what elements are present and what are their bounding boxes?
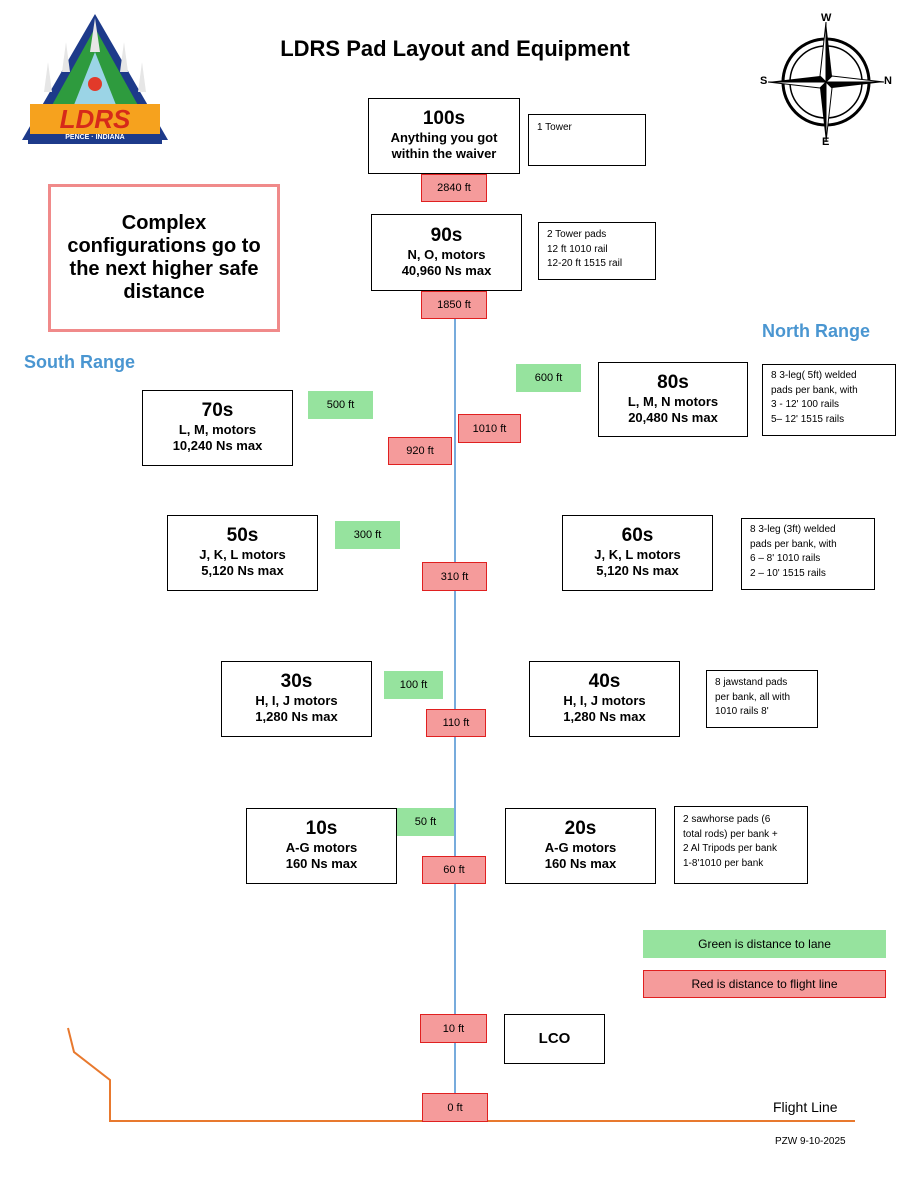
equipment-note-60s: 8 3-leg (3ft) welded pads per bank, with… [741, 518, 875, 590]
note-line: 2 sawhorse pads (6 [683, 814, 771, 825]
lane-distance-100: 100 ft [384, 671, 443, 699]
pad-line: 1,280 Ns max [255, 709, 338, 725]
footer-credit: PZW 9-10-2025 [775, 1136, 846, 1147]
pad-line: L, M, motors [178, 422, 257, 438]
pad-line: J, K, L motors [199, 547, 286, 563]
pad-10s: 10s A-G motors 160 Ns max [246, 808, 397, 884]
lane-distance-300: 300 ft [335, 521, 400, 549]
compass-right-label: N [884, 75, 892, 87]
note-line: 1010 rails 8' [715, 706, 769, 717]
compass-rose: W S N E [760, 12, 894, 152]
flight-distance-920: 920 ft [388, 437, 452, 465]
logo-subtext: PENCE · INDIANA [65, 134, 125, 141]
pad-line: within the waiver [391, 146, 497, 162]
flight-distance-110: 110 ft [426, 709, 486, 737]
pad-line: 5,120 Ns max [596, 563, 679, 579]
note-line: 3 - 12' 100 rails [771, 399, 840, 410]
equipment-note-90s: 2 Tower pads 12 ft 1010 rail 12-20 ft 15… [538, 222, 656, 280]
pad-name: 60s [621, 525, 654, 547]
pad-name: 40s [588, 671, 621, 693]
note-line: 8 3-leg( 5ft) welded [771, 370, 857, 381]
pad-line: H, I, J motors [255, 693, 338, 709]
note-line: 6 – 8' 1010 rails [750, 553, 821, 564]
equipment-note-20s: 2 sawhorse pads (6 total rods) per bank … [674, 806, 808, 884]
north-range-label: North Range [762, 321, 870, 341]
note-line: 1 Tower [537, 122, 572, 133]
pad-line: Anything you got [390, 130, 498, 146]
note-line: pads per bank, with [750, 538, 837, 550]
pad-name: 10s [305, 818, 338, 840]
pad-name: 50s [226, 525, 259, 547]
pad-line: A-G motors [544, 840, 617, 856]
note-line: per bank, all with [715, 691, 791, 703]
equipment-note-100s: 1 Tower [528, 114, 646, 166]
flight-line-label: Flight Line [773, 1099, 838, 1115]
flight-distance-60: 60 ft [422, 856, 486, 884]
lane-distance-600: 600 ft [516, 364, 581, 392]
pad-line: 40,960 Ns max [401, 262, 492, 278]
note-line: 8 jawstand pads [715, 677, 788, 688]
compass-left-label: S [760, 75, 768, 87]
page-title: LDRS Pad Layout and Equipment [280, 36, 630, 61]
note-line: total rods) per bank + [683, 828, 778, 840]
pad-name: 70s [201, 400, 234, 422]
south-range-label: South Range [24, 352, 135, 372]
compass-top-label: W [821, 12, 832, 24]
pad-50s: 50s J, K, L motors 5,120 Ns max [167, 515, 318, 591]
pad-line: 10,240 Ns max [172, 438, 263, 454]
pad-80s: 80s L, M, N motors 20,480 Ns max [598, 362, 748, 437]
pad-line: L, M, N motors [627, 393, 719, 409]
flight-line [67, 1027, 855, 1122]
pad-30s: 30s H, I, J motors 1,280 Ns max [221, 661, 372, 737]
note-line: 2 Tower pads [547, 229, 607, 240]
note-line: 5– 12' 1515 rails [771, 413, 845, 425]
pad-name: 90s [430, 224, 463, 246]
pad-line: 5,120 Ns max [201, 563, 284, 579]
pad-60s: 60s J, K, L motors 5,120 Ns max [562, 515, 713, 591]
pad-name: 100s [422, 108, 466, 130]
lane-distance-500: 500 ft [308, 391, 373, 419]
equipment-note-40s: 8 jawstand pads per bank, all with 1010 … [706, 670, 818, 728]
legend-red: Red is distance to flight line [643, 970, 886, 998]
note-line: 2 – 10' 1515 rails [750, 567, 826, 579]
pad-line: A-G motors [285, 840, 358, 856]
flight-distance-1010: 1010 ft [458, 414, 521, 443]
pad-90s: 90s N, O, motors 40,960 Ns max [371, 214, 522, 291]
legend-green: Green is distance to lane [643, 930, 886, 958]
note-line: 1-8'1010 per bank [683, 857, 764, 869]
pad-line: 1,280 Ns max [563, 709, 646, 725]
complex-config-note: Complex configurations go to the next hi… [48, 184, 280, 332]
pad-line: J, K, L motors [594, 547, 681, 563]
pad-line: 20,480 Ns max [628, 409, 718, 425]
pad-line: 160 Ns max [285, 856, 358, 872]
note-line: 12 ft 1010 rail [547, 243, 608, 255]
pad-70s: 70s L, M, motors 10,240 Ns max [142, 390, 293, 466]
flight-distance-310: 310 ft [422, 562, 487, 591]
pad-name: 80s [657, 371, 689, 393]
flight-distance-10: 10 ft [420, 1014, 487, 1043]
pad-line: H, I, J motors [563, 693, 646, 709]
logo-text: LDRS [59, 104, 131, 134]
pad-40s: 40s H, I, J motors 1,280 Ns max [529, 661, 680, 737]
pad-line: 160 Ns max [544, 856, 617, 872]
note-line: 8 3-leg (3ft) welded [750, 524, 836, 535]
note-line: 2 Al Tripods per bank [683, 843, 777, 854]
equipment-note-80s: 8 3-leg( 5ft) welded pads per bank, with… [762, 364, 896, 436]
note-line: pads per bank, with [771, 384, 858, 396]
pad-name: 30s [280, 671, 313, 693]
lco-label: LCO [538, 1029, 571, 1047]
flight-distance-2840: 2840 ft [421, 174, 487, 202]
compass-bottom-label: E [822, 136, 830, 148]
lane-distance-50: 50 ft [397, 808, 454, 836]
pad-20s: 20s A-G motors 160 Ns max [505, 808, 656, 884]
note-line: 12-20 ft 1515 rail [547, 258, 623, 269]
compass-icon [767, 21, 885, 143]
pad-line: N, O, motors [407, 246, 486, 262]
pad-100s: 100s Anything you got within the waiver [368, 98, 520, 174]
lco-box: LCO [504, 1014, 605, 1064]
ldrs-logo: LDRS PENCE · INDIANA [18, 12, 172, 146]
pad-name: 20s [564, 818, 597, 840]
flight-distance-0: 0 ft [422, 1093, 488, 1122]
flight-distance-1850: 1850 ft [421, 291, 487, 319]
